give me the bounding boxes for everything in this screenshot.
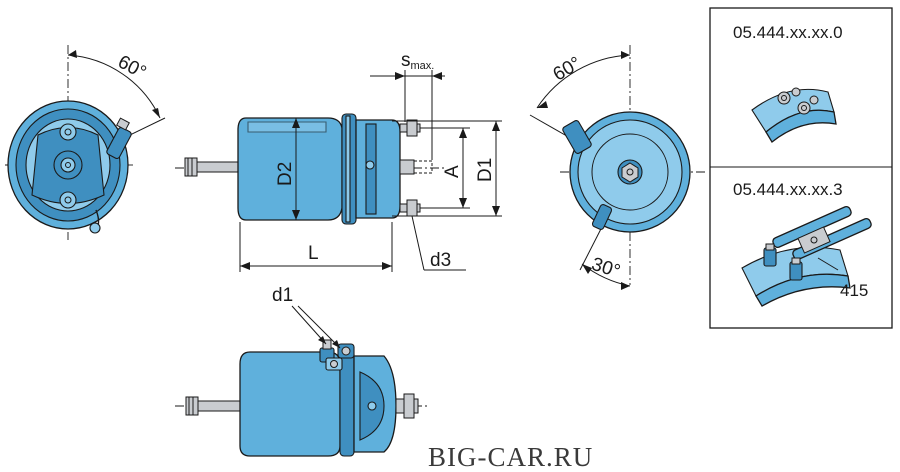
left-end-view: 60°: [5, 45, 166, 240]
main-side-view: D2 A D1 smax. L d3: [175, 50, 502, 272]
angle-label-right: 60°: [550, 53, 585, 86]
variant-code-0: 05.444.xx.xx.0: [733, 23, 843, 42]
dim-label-smax: smax.: [401, 50, 434, 72]
dim-label-D2: D2: [275, 162, 296, 186]
watermark: BIG-CAR.RU: [428, 442, 593, 472]
bottom-top-view: d1: [175, 285, 430, 457]
dim-label-L: L: [308, 243, 319, 264]
dim-label-d3: d3: [430, 250, 451, 271]
dim-label-A: A: [442, 165, 463, 178]
part-number-415: 415: [840, 281, 868, 300]
angle-label-left: 60°: [114, 52, 149, 84]
right-end-view: 60° 30°: [529, 45, 705, 290]
dim-label-d1: d1: [272, 285, 293, 306]
variant-code-3: 05.444.xx.xx.3: [733, 180, 843, 199]
angle-label-bottom: 30°: [589, 254, 623, 283]
dim-label-D1: D1: [475, 158, 496, 182]
variant-panel: 05.444.xx.xx.0 05.444.xx.xx.3 415: [709, 7, 893, 329]
